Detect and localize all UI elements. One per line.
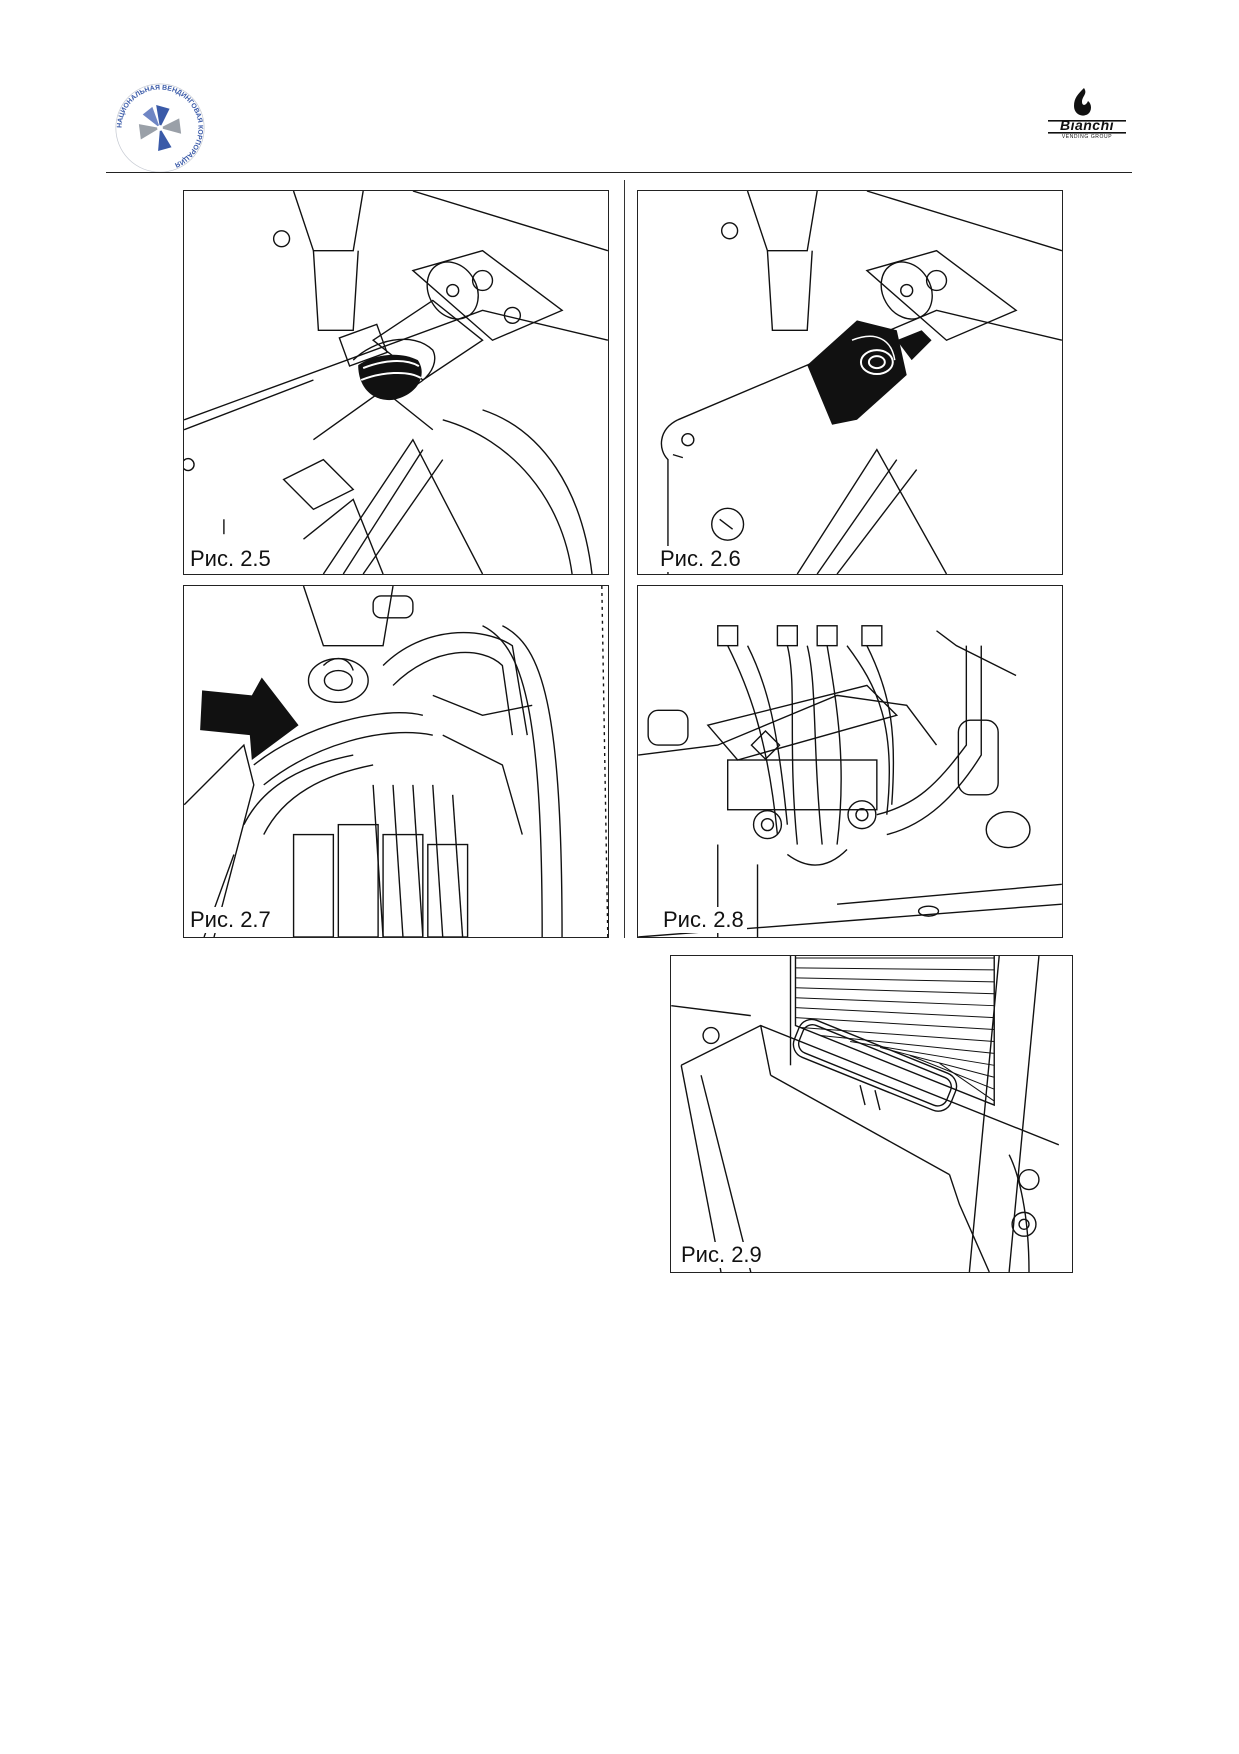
figure-2-6: Рис. 2.6 — [637, 190, 1063, 575]
figure-2-9: Рис. 2.9 — [670, 955, 1073, 1273]
fig-2-6-illustration — [660, 191, 1062, 574]
figure-2-5: Рис. 2.5 — [183, 190, 609, 575]
figure-2-8: Рис. 2.8 — [637, 585, 1063, 938]
figure-2-7: Рис. 2.7 — [183, 585, 609, 938]
figure-caption: Рис. 2.8 — [660, 907, 747, 933]
figure-caption: Рис. 2.9 — [678, 1242, 765, 1268]
column-divider — [624, 180, 625, 938]
fig-2-5-illustration — [184, 191, 608, 574]
bianchi-tagline: VENDING GROUP — [1061, 134, 1113, 140]
bianchi-flame-logo-icon — [1048, 88, 1126, 134]
fig-2-7-illustration — [184, 586, 608, 937]
corporation-pinwheel-logo-icon: НАЦИОНАЛЬНАЯ ВЕНДИНГОВАЯ КОРПОРАЦИЯ — [115, 83, 205, 173]
header-divider — [106, 172, 1132, 173]
figure-caption: Рис. 2.6 — [657, 546, 744, 572]
bianchi-logo: Bianchi VENDING GROUP — [1044, 84, 1130, 140]
figure-caption: Рис. 2.5 — [187, 546, 274, 572]
fig-2-8-illustration — [638, 625, 1062, 937]
corporation-logo: НАЦИОНАЛЬНАЯ ВЕНДИНГОВАЯ КОРПОРАЦИЯ — [112, 80, 208, 176]
arrow-icon — [200, 677, 299, 761]
fig-2-9-illustration — [671, 956, 1060, 1272]
bianchi-brand: Bianchi — [1059, 117, 1115, 133]
figure-caption: Рис. 2.7 — [187, 907, 274, 933]
